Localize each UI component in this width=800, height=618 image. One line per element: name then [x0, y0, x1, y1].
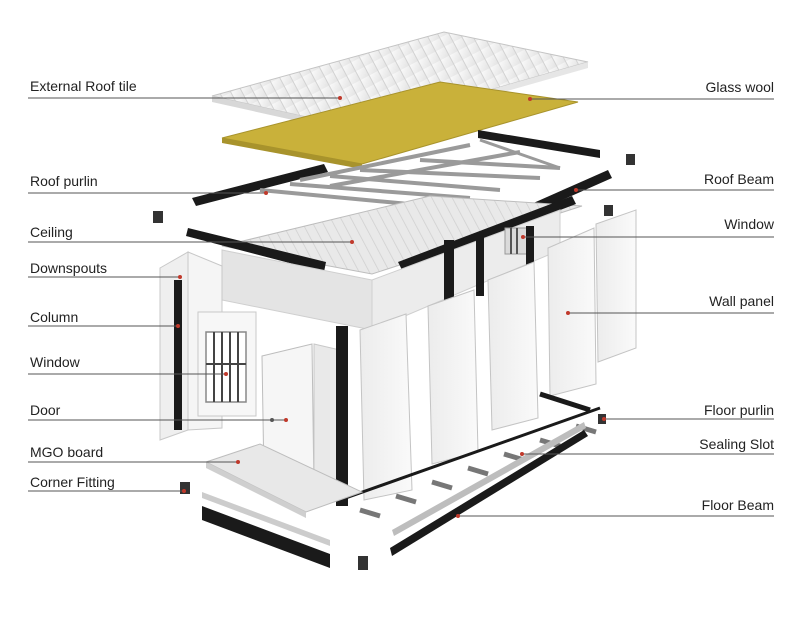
top-corner-fittings [153, 154, 635, 223]
mgo-board-part [204, 443, 364, 518]
label-downspouts: Downspouts [30, 260, 108, 276]
label-mgo-board: MGO board [30, 444, 104, 460]
label-corner-fitting: Corner Fitting [30, 474, 115, 490]
leader-lines [28, 96, 774, 518]
label-window-left: Window [30, 354, 80, 370]
label-door: Door [30, 402, 61, 418]
label-ceiling: Ceiling [30, 224, 73, 240]
ceiling-part [186, 195, 583, 275]
left-wall [159, 251, 257, 441]
columns [444, 226, 534, 300]
label-roof-purlin: Roof purlin [30, 173, 98, 189]
glass-wool-part [221, 81, 579, 169]
label-sealing-slot: Sealing Slot [699, 436, 774, 452]
label-column: Column [30, 309, 79, 325]
label-external-roof-tile: External Roof tile [30, 78, 137, 94]
label-floor-purlin: Floor purlin [703, 402, 774, 418]
label-roof-beam: Roof Beam [703, 171, 774, 187]
label-wall-panel: Wall panel [709, 293, 774, 309]
label-window-right: Window [724, 216, 774, 232]
wall-panels [359, 209, 637, 501]
label-glass-wool: Glass wool [705, 79, 774, 95]
label-floor-beam: Floor Beam [701, 497, 774, 513]
floor-beams [180, 422, 588, 570]
